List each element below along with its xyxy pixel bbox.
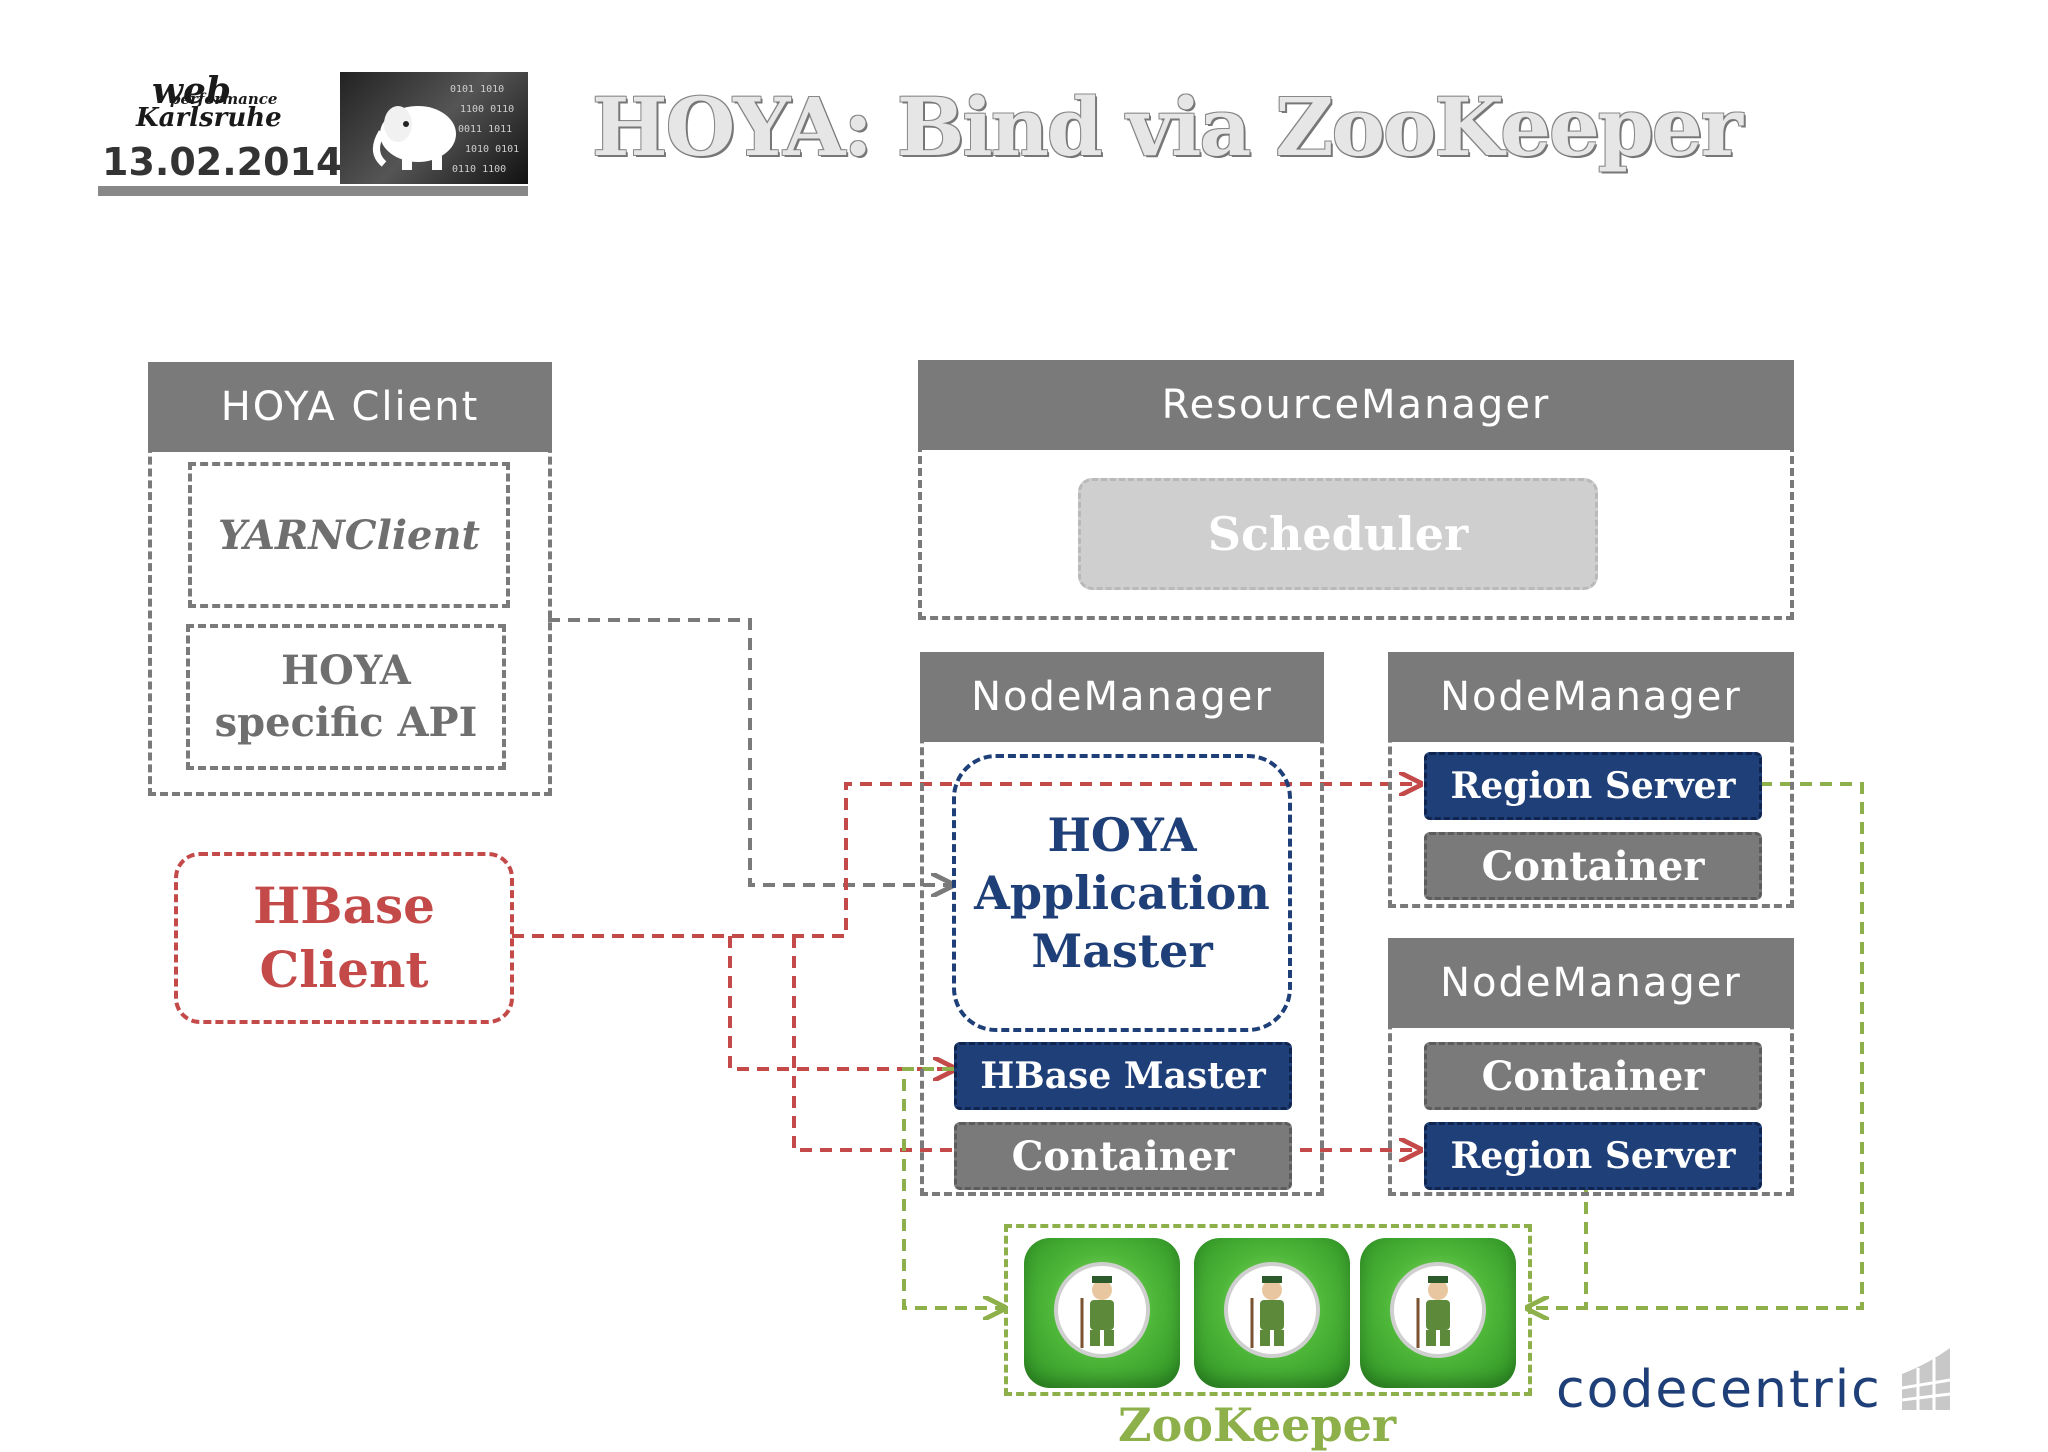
event-logo: web performance Karlsruhe 13.02.2014 010… — [98, 70, 528, 200]
hbase-client-to-region-server-top-arrow — [512, 784, 1418, 938]
api-label-line2: specific API — [214, 699, 478, 746]
node-manager-main-box: NodeManager HOYA Application Master HBas… — [920, 652, 1324, 1196]
node-manager-main-title: NodeManager — [920, 652, 1324, 742]
svg-text:0101 1010: 0101 1010 — [450, 84, 504, 95]
svg-text:1010 0101: 1010 0101 — [465, 144, 519, 155]
resource-manager-box: ResourceManager Scheduler — [918, 360, 1794, 620]
hbase-master-box: HBase Master — [954, 1042, 1292, 1110]
event-date: 13.02.2014 — [102, 140, 343, 184]
container-bottom-box: Container — [1424, 1042, 1762, 1110]
hbase-master-to-zookeeper-arrow — [902, 1067, 1002, 1308]
codecentric-logo-text: codecentric — [1556, 1360, 1882, 1420]
hbase-client-line1: HBase — [253, 876, 435, 935]
zookeeper-node-icon — [1024, 1238, 1180, 1388]
hoya-specific-api-box: HOYA specific API — [186, 624, 506, 770]
container-top-box: Container — [1424, 832, 1762, 900]
hoya-application-master-box: HOYA Application Master — [952, 754, 1292, 1032]
scheduler-box: Scheduler — [1078, 478, 1598, 590]
logo-subtitle-performance: performance — [170, 90, 278, 108]
hbase-client-box: HBase Client — [174, 852, 514, 1024]
svg-text:0110 1100: 0110 1100 — [452, 164, 506, 175]
elephant-icon: 0101 1010 1100 0110 0011 1011 1010 0101 … — [373, 84, 519, 175]
node-manager-top-title: NodeManager — [1388, 652, 1794, 742]
svg-text:0011 1011: 0011 1011 — [458, 124, 512, 135]
container-main-box: Container — [954, 1122, 1292, 1190]
am-line1: HOYA — [1047, 808, 1197, 862]
zookeeper-ensemble-box — [1004, 1224, 1532, 1396]
yarn-client-label: YARNClient — [217, 511, 481, 559]
node-manager-bottom-box: NodeManager Container Region Server — [1388, 938, 1794, 1196]
hoya-client-to-am-arrow — [548, 618, 950, 885]
resource-manager-title: ResourceManager — [918, 360, 1794, 450]
api-label-line1: HOYA — [281, 647, 411, 694]
node-manager-bottom-title: NodeManager — [1388, 938, 1794, 1028]
node-manager-top-box: NodeManager Region Server Container — [1388, 652, 1794, 908]
zookeeper-node-icon — [1360, 1238, 1516, 1388]
page-title: HOYA: Bind via ZooKeeper — [592, 80, 1743, 174]
region-server-top-box: Region Server — [1424, 752, 1762, 820]
zookeeper-node-icon — [1194, 1238, 1350, 1388]
hadoop-elephant-image: 0101 1010 1100 0110 0011 1011 1010 0101 … — [340, 72, 528, 184]
zookeeper-label: ZooKeeper — [1118, 1398, 1397, 1452]
region-server-bottom-box: Region Server — [1424, 1122, 1762, 1190]
hbase-client-line2: Client — [259, 940, 429, 999]
yarn-client-box: YARNClient — [188, 462, 510, 608]
region-server-top-to-zookeeper-arrow — [1530, 782, 1864, 1308]
svg-text:1100 0110: 1100 0110 — [460, 104, 514, 115]
logo-subtitle-city: Karlsruhe — [136, 103, 282, 133]
hoya-client-box: HOYA Client YARNClient HOYA specific API — [148, 362, 552, 796]
am-line2: Application — [974, 866, 1270, 920]
codecentric-logo-icon — [1901, 1348, 1951, 1410]
hoya-client-title: HOYA Client — [148, 362, 552, 452]
header-underline — [98, 186, 528, 196]
hbase-client-to-hbase-master-arrow — [728, 936, 952, 1069]
am-line3: Master — [1031, 924, 1213, 978]
logo-word: web — [152, 70, 232, 112]
